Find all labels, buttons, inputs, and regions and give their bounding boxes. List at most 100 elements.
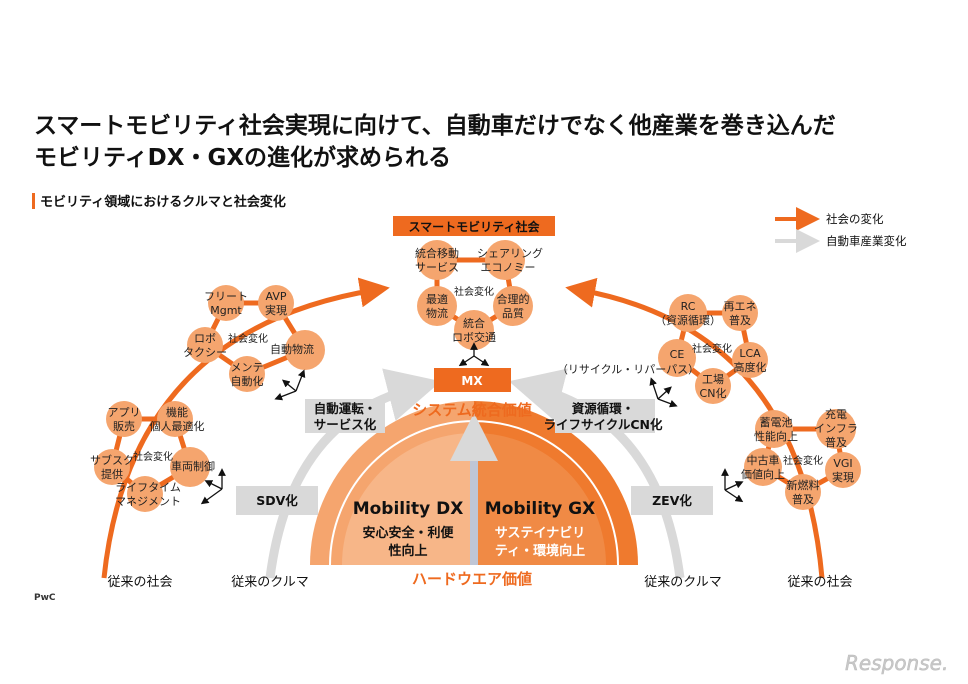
node-label: LCA bbox=[739, 347, 761, 360]
node-label: ライフタイム bbox=[115, 481, 181, 494]
node-label: VGI bbox=[833, 457, 852, 470]
gx-line2: ティ・環境向上 bbox=[495, 543, 585, 559]
axes-icon bbox=[721, 468, 744, 503]
node-label: 実現 bbox=[832, 470, 854, 484]
legend: 社会の変化 自動車産業変化 bbox=[775, 207, 907, 253]
subtitle-bar bbox=[32, 193, 35, 209]
node-label: 普及 bbox=[792, 492, 814, 506]
node-label: Mgmt bbox=[210, 304, 242, 317]
auto-label-box bbox=[305, 399, 385, 433]
dx-title: Mobility DX bbox=[353, 499, 464, 519]
bottom-right-society: 従来の社会 bbox=[787, 574, 852, 590]
node-label: 合理的 bbox=[497, 292, 530, 306]
node-label: 価値向上 bbox=[741, 467, 785, 481]
axes-icon bbox=[200, 468, 226, 505]
node-label: 普及 bbox=[825, 435, 847, 449]
node-label: 個人最適化 bbox=[150, 419, 205, 433]
node-label: 新燃料 bbox=[787, 478, 820, 492]
hardware-value: ハードウエア価値 bbox=[412, 570, 532, 588]
auto-label: 自動運転・ bbox=[314, 401, 377, 416]
node-label: フリート bbox=[204, 290, 248, 303]
system-value: システム統合価値 bbox=[412, 401, 532, 419]
left-industry-arrow bbox=[265, 368, 442, 579]
cluster-center-label: 社会変化 bbox=[692, 342, 732, 355]
left-society-arrow bbox=[101, 277, 390, 579]
node-label: シェアリング bbox=[477, 246, 543, 260]
node-label: サービス bbox=[415, 261, 459, 274]
bottom-right-car: 従来のクルマ bbox=[644, 575, 722, 590]
node-label: 性能向上 bbox=[754, 429, 798, 443]
axes-icon bbox=[274, 369, 306, 401]
axes-icon bbox=[649, 377, 678, 408]
cluster-center-label: 社会変化 bbox=[783, 454, 823, 467]
node-label: タクシー bbox=[183, 346, 227, 359]
cluster-center-label: 社会変化 bbox=[133, 450, 173, 463]
node-label: AVP bbox=[266, 290, 287, 303]
sdv-label: SDV化 bbox=[256, 493, 298, 508]
legend-industry: 自動車産業変化 bbox=[826, 234, 907, 248]
node-label: 実現 bbox=[265, 303, 287, 317]
node-label: ロボ交通 bbox=[452, 330, 496, 344]
cluster-center-label: 社会変化 bbox=[454, 285, 494, 298]
cluster-center-label: 社会変化 bbox=[228, 332, 268, 345]
right-industry-arrow bbox=[508, 368, 685, 579]
source-label: PwC bbox=[34, 593, 56, 603]
axes-icons bbox=[200, 342, 744, 505]
node-label: （資源循環） bbox=[655, 313, 721, 327]
node-label: 統合 bbox=[463, 316, 485, 330]
zev-box bbox=[631, 486, 713, 515]
node-label: サブスク bbox=[90, 453, 134, 467]
node-label: RC bbox=[681, 300, 696, 313]
sdv-box bbox=[236, 486, 318, 515]
node-label: 普及 bbox=[729, 313, 751, 327]
node-label: 最適 bbox=[426, 292, 448, 306]
node-label: 自動物流 bbox=[270, 342, 314, 356]
node-label: 高度化 bbox=[734, 360, 767, 374]
dx-line2: 性向上 bbox=[388, 543, 427, 559]
node-label: アプリ bbox=[108, 406, 141, 419]
node-label: 充電 bbox=[825, 407, 847, 421]
subtitle: モビリティ領域におけるクルマと社会変化 bbox=[40, 194, 286, 210]
node-label: CE bbox=[670, 348, 685, 361]
node-label: マネジメント bbox=[115, 495, 181, 508]
node-label: 中古車 bbox=[747, 453, 780, 467]
bottom-left-car: 従来のクルマ bbox=[231, 575, 309, 590]
right-society-arrow bbox=[565, 277, 825, 579]
title-line1: スマートモビリティ社会実現に向けて、自動車だけでなく他産業を巻き込んだ bbox=[34, 112, 836, 139]
node-label: 物流 bbox=[426, 306, 448, 320]
zev-label: ZEV化 bbox=[652, 493, 692, 508]
node-label: インフラ bbox=[814, 422, 858, 435]
mobility-dome: Mobility DX 安心安全・利便 性向上 Mobility GX サステイ… bbox=[310, 401, 638, 566]
resource-label-box bbox=[555, 399, 655, 433]
node-label: 機能 bbox=[166, 405, 188, 419]
node-label: エコノミー bbox=[481, 261, 536, 274]
node-label: CN化 bbox=[700, 386, 727, 400]
title-line2: モビリティDX・GXの進化が求められる bbox=[34, 144, 451, 171]
mx-label: MX bbox=[461, 374, 483, 388]
smart-mobility-title: スマートモビリティ社会 bbox=[409, 219, 541, 234]
response-watermark: Response. bbox=[845, 651, 948, 675]
gx-line1: サステイナビリ bbox=[495, 525, 585, 541]
auto-label: サービス化 bbox=[314, 417, 377, 432]
right-arrow-icon bbox=[473, 355, 490, 367]
node-label: 販売 bbox=[113, 420, 135, 433]
smart-mobility-banner bbox=[393, 216, 555, 236]
resource-label: ライフサイクルCN化 bbox=[543, 417, 663, 432]
node-label: ロボ bbox=[194, 332, 216, 345]
node-label: 提供 bbox=[101, 467, 123, 481]
left-arrow-icon bbox=[458, 355, 475, 367]
node-label: 工場 bbox=[702, 373, 724, 386]
bottom-left-society: 従来の社会 bbox=[107, 574, 172, 590]
gx-title: Mobility GX bbox=[485, 499, 595, 519]
node-label: 品質 bbox=[502, 306, 524, 320]
node-label: 自動化 bbox=[231, 374, 264, 388]
node-label: 統合移動 bbox=[415, 246, 459, 260]
node-label: メンテ bbox=[231, 361, 264, 374]
